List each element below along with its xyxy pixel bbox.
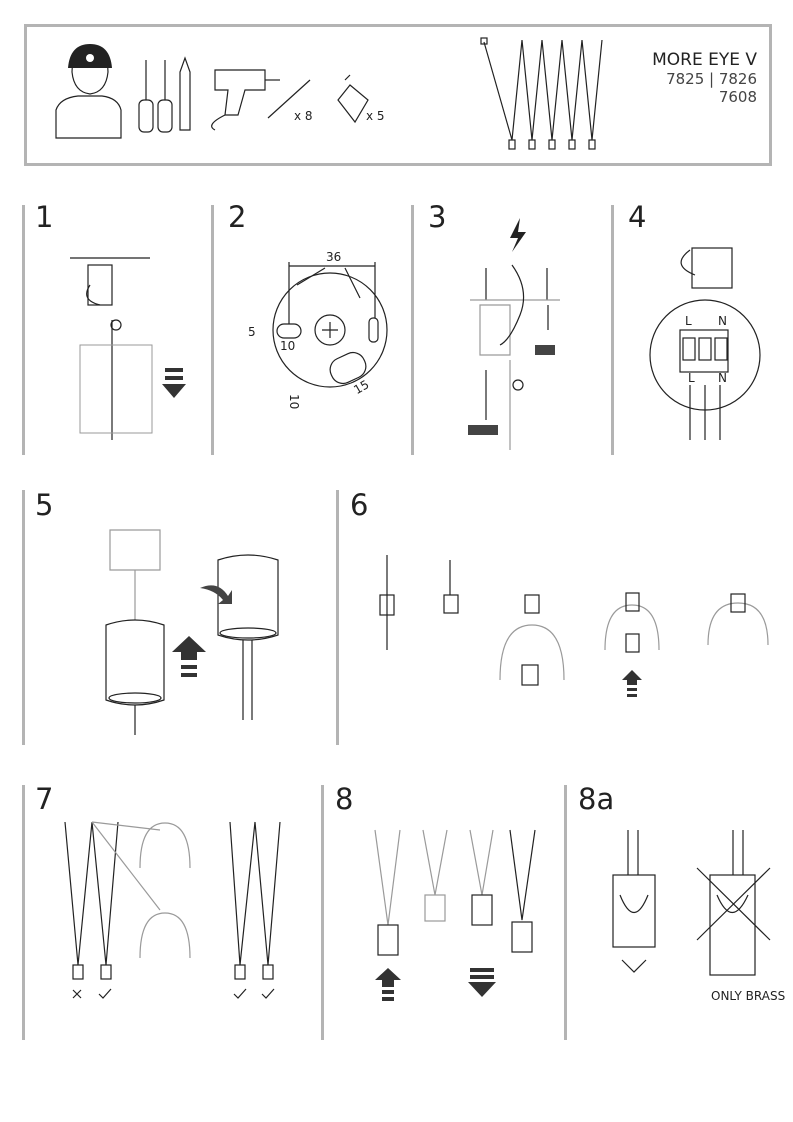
- dim-10-offset: 10: [287, 394, 301, 409]
- step-number: 1: [35, 200, 54, 234]
- only-brass-note: ONLY BRASS: [711, 989, 785, 1003]
- dim-5: 5: [248, 325, 256, 339]
- header-box: [24, 24, 772, 166]
- divider: [22, 490, 25, 745]
- divider: [321, 785, 324, 1040]
- step3-illustration: [468, 218, 560, 450]
- product-code-2: 7608: [718, 88, 757, 106]
- bulb-icon: [337, 74, 369, 124]
- step8a-illustration: [612, 830, 771, 976]
- step-number: 7: [35, 782, 54, 816]
- product-title: MORE EYE V 7825 | 7826 7608: [652, 50, 757, 106]
- bulb-count: x 5: [366, 109, 385, 123]
- step-number: 4: [628, 200, 647, 234]
- step-number: 3: [428, 200, 447, 234]
- dowel-icon: [267, 79, 311, 119]
- terminal-l: L: [688, 371, 695, 385]
- divider: [411, 205, 414, 455]
- step1-illustration: [70, 257, 186, 440]
- step5-illustration: [105, 529, 279, 735]
- dowel-count: x 8: [294, 109, 313, 123]
- divider: [611, 205, 614, 455]
- step-number: 6: [350, 488, 369, 522]
- step-number: 2: [228, 200, 247, 234]
- divider: [211, 205, 214, 455]
- step-number: 5: [35, 488, 54, 522]
- screwdriver-icons: [138, 56, 191, 133]
- step4-terminal: [649, 247, 761, 440]
- drill-icon: [211, 69, 280, 131]
- step-number: 8: [335, 782, 354, 816]
- pendant-cluster-icon: [480, 37, 603, 150]
- dim-36: 36: [326, 250, 341, 264]
- terminal-n-top: N: [718, 314, 727, 328]
- divider: [22, 205, 25, 455]
- divider: [564, 785, 567, 1040]
- terminal-l-top: L: [685, 314, 692, 328]
- divider: [336, 490, 339, 745]
- installer-icon: [55, 44, 122, 139]
- terminal-n: N: [718, 371, 727, 385]
- step-number: 8a: [578, 782, 615, 816]
- step6-illustration: [379, 555, 769, 697]
- step8-illustration: [374, 829, 536, 1001]
- dim-10: 10: [280, 339, 295, 353]
- divider: [22, 785, 25, 1040]
- step2-mount-plate: [272, 262, 388, 388]
- dim-15: 15: [351, 377, 371, 397]
- step7-illustration: [64, 821, 281, 999]
- electricity-icon: [510, 218, 526, 252]
- product-name: MORE EYE V: [652, 50, 757, 70]
- product-codes: 7825 | 7826: [666, 70, 757, 88]
